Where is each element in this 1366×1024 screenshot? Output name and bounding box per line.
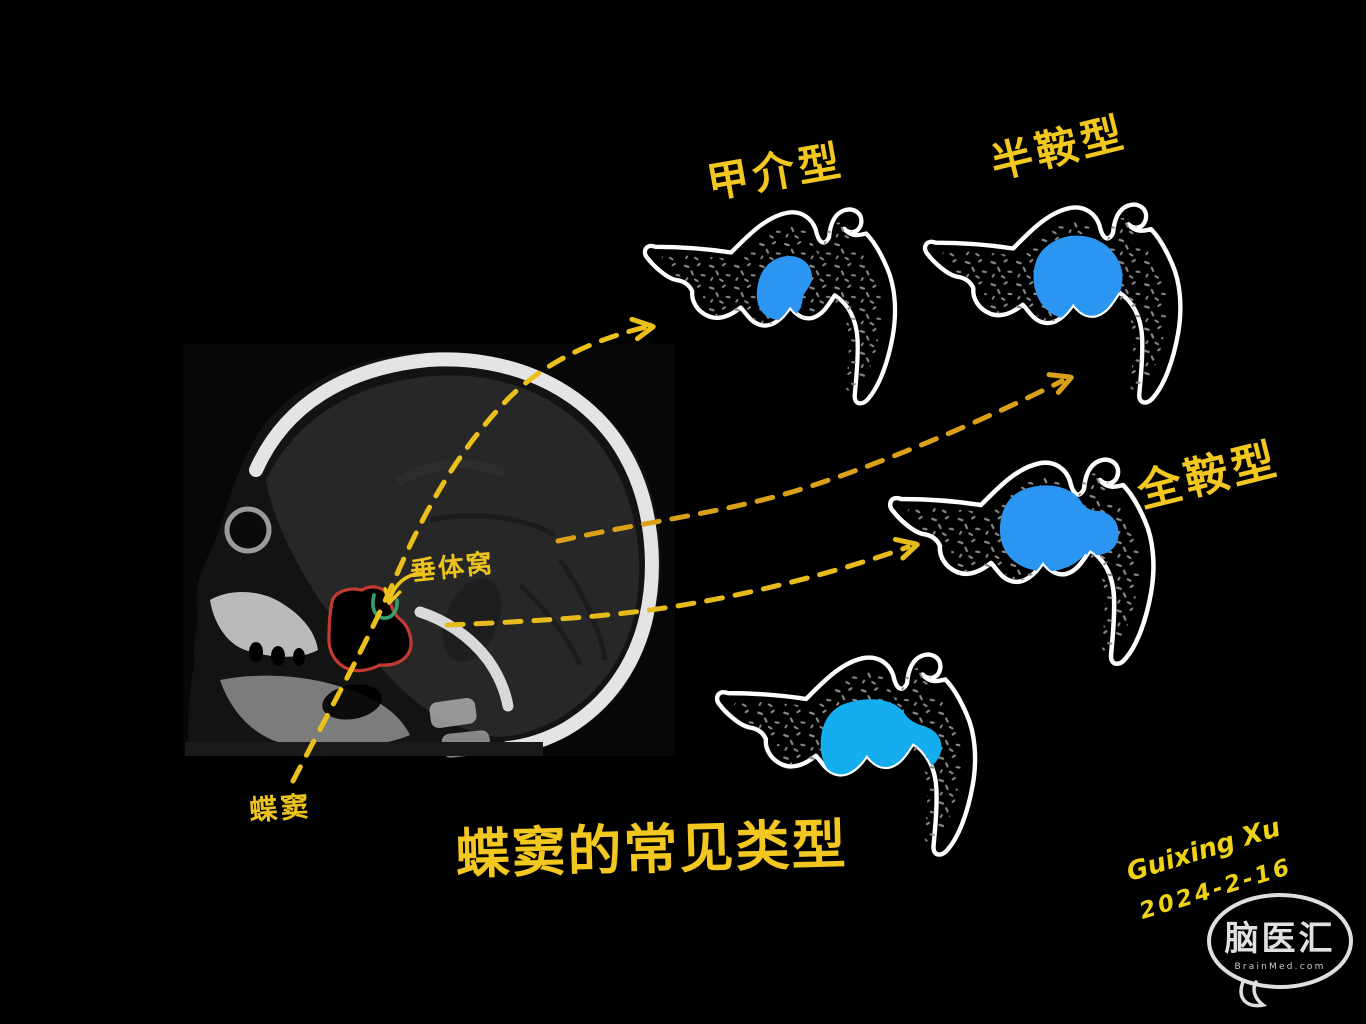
label-sphenoid-sinus: 蝶窦 [248, 790, 312, 827]
label-conchal: 甲介型 [703, 136, 847, 208]
ct-pituitary-fossa-outline [371, 593, 399, 620]
watermark-bubble [1207, 893, 1353, 989]
arrows [290, 316, 1074, 784]
arrow-to-conchal [290, 316, 656, 784]
ct-brainstem [442, 578, 502, 662]
pituitary-fossa-arrow [383, 571, 423, 605]
ct-maxilla [210, 591, 318, 657]
label-presellar: 半鞍型 [986, 107, 1132, 188]
ct-tooth [293, 648, 305, 666]
ct-vertebra [429, 697, 477, 729]
sinus-cavity [756, 256, 813, 321]
sinus-cavity [999, 485, 1119, 572]
ct-clivus [414, 606, 514, 712]
diagram-conchal [645, 210, 895, 404]
watermark-brand: 脑医汇 [1225, 919, 1336, 959]
ct-sphenoid-sinus-outline [327, 585, 413, 673]
diagram-presellar [925, 205, 1180, 403]
ct-tooth [249, 642, 263, 662]
label-sellar: 全鞍型 [1131, 434, 1284, 519]
ct-brain [266, 375, 640, 737]
ct-orbit [224, 506, 272, 554]
watermark-logo: 脑医汇 BrainMed.com [1207, 893, 1353, 1008]
arrow-to-sellar [444, 536, 920, 628]
watermark-bubble-tail [1239, 980, 1268, 1008]
page-title: 蝶窦的常见类型 [455, 813, 849, 886]
diagram-sellar [890, 460, 1153, 664]
ct-image-cut [185, 742, 543, 756]
sinus-cavity [1033, 235, 1123, 321]
ct-mandible [220, 675, 410, 748]
ct-scan [183, 344, 675, 758]
watermark-site: BrainMed.com [1234, 962, 1325, 972]
ct-skull-vault [249, 352, 659, 755]
arrow-to-presellar [555, 372, 1074, 544]
ct-tooth [271, 646, 285, 666]
ct-brain-folds [429, 513, 608, 666]
ct-corpus-callosum [395, 459, 507, 486]
